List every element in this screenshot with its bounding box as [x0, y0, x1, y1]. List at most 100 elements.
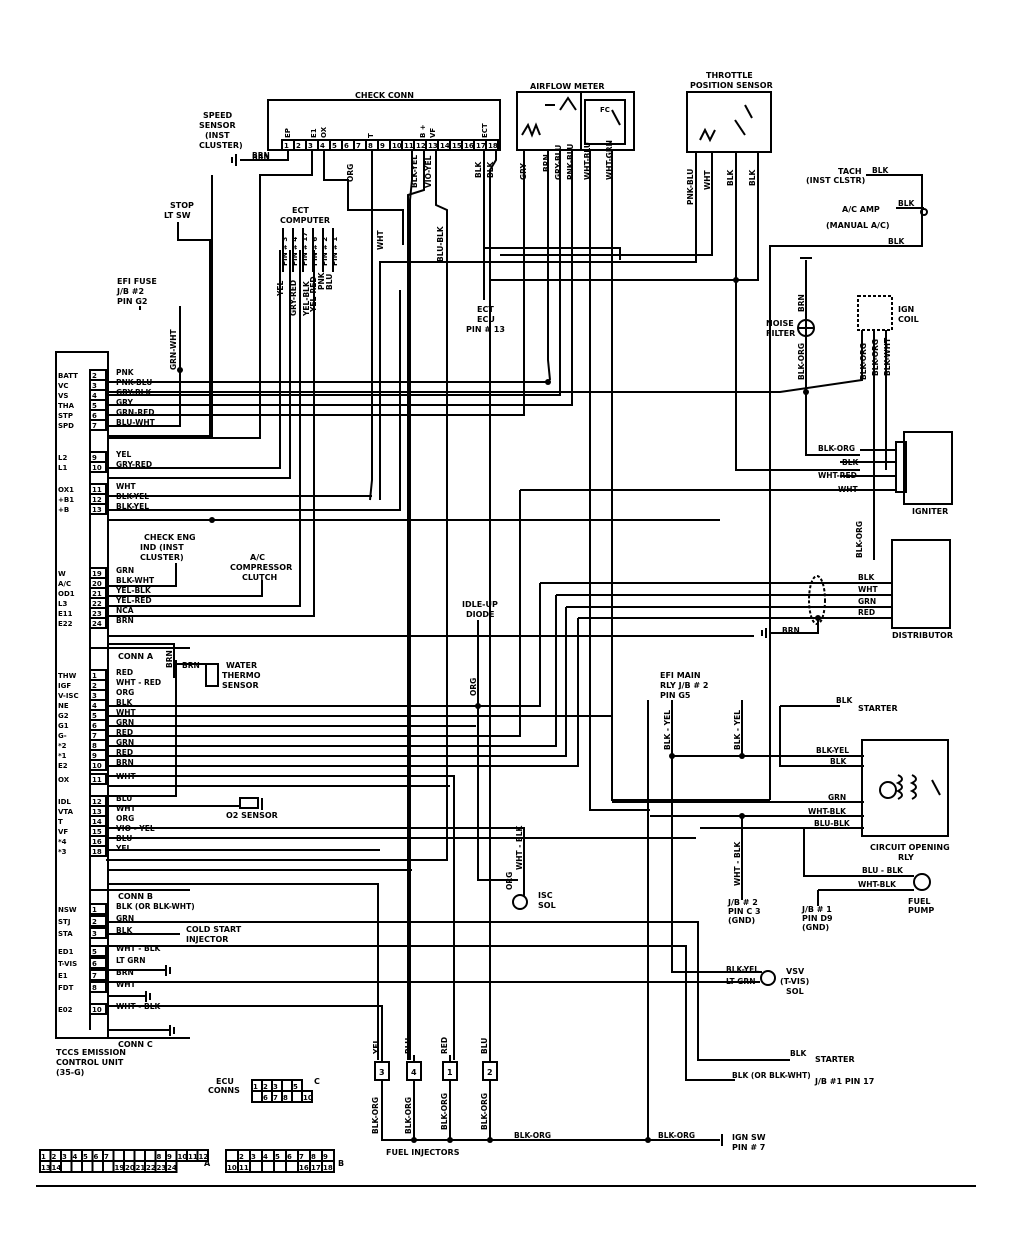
check-pin-8: 8 — [368, 142, 373, 150]
conn-a-pin-4: 6 — [92, 412, 97, 420]
ground-icon — [169, 1025, 175, 1036]
conn-a-cell-1-4 — [81, 1160, 94, 1173]
check-pin-4: 4 — [320, 142, 325, 150]
ect-wire-5: BLU — [325, 274, 334, 290]
isc-solenoid: ISC SOL ORG WHT - BLK — [505, 825, 556, 910]
conn-c-term-6: FDT — [58, 984, 74, 992]
ign-wire-1: BLK-ORG — [859, 343, 868, 380]
tps-wire-wht: WHT — [703, 169, 712, 190]
ect-wire-1: GRY-RED — [289, 280, 298, 316]
efi-fuse-2: J/B #2 — [116, 287, 144, 296]
ect-wire-0: YEL — [276, 280, 285, 297]
conn-b-num-0-3: 4 — [263, 1153, 268, 1161]
conn-c-pin-7: 10 — [92, 1006, 102, 1014]
conn-b-term-7: *2 — [58, 742, 67, 750]
noise-filter-2: FILTER — [766, 329, 795, 338]
water-thermo-sensor: WATER THERMO SENSOR BRN BRN — [165, 650, 261, 690]
check-pin-16: 16 — [464, 142, 474, 150]
conn-a-pinbox-5 — [89, 419, 107, 431]
check-eng-1: CHECK ENG — [144, 533, 196, 542]
check-pin-6: 6 — [344, 142, 349, 150]
conn-a-pin-9: 12 — [92, 496, 102, 504]
conn-a-wire-11: GRN — [116, 566, 134, 575]
check-wire-blk1: BLK — [474, 161, 483, 178]
ground-icon — [145, 991, 151, 1002]
dist-wire-2: WHT — [858, 585, 879, 594]
conn-a-wire-14: YEL-RED — [115, 596, 152, 605]
conn-a-num-0-12: 9 — [167, 1153, 172, 1161]
wire-network — [106, 150, 924, 1141]
afm-wire-whtbl: WHT-BLU — [583, 142, 592, 180]
jb1-d9-2: PIN D9 — [802, 914, 833, 923]
conn-b-num-0-1: 2 — [239, 1153, 244, 1161]
injector-bottom-wire-5: BLK-ORG — [514, 1131, 551, 1140]
check-term-ect: ECT — [481, 123, 489, 138]
check-pin-17: 17 — [476, 142, 486, 150]
injectors-label: FUEL INJECTORS — [386, 1148, 460, 1157]
conn-a-label: CONN A — [118, 652, 154, 661]
conn-a-pin-2: 4 — [92, 392, 97, 400]
efi-main-1: EFI MAIN — [660, 671, 701, 680]
conn-b-term-8: *1 — [58, 752, 67, 760]
ground-icon — [165, 965, 171, 976]
conn-a-num-1-11: 23 — [157, 1164, 167, 1172]
ign-wire-2: BLK-ORG — [871, 339, 880, 376]
conn-c-pin-6: 8 — [92, 984, 97, 992]
conn-c-term-3: ED1 — [58, 948, 74, 956]
conn-a-pinbox-7 — [89, 461, 107, 473]
starter-top-label: STARTER — [858, 704, 898, 713]
check-eng-3: CLUSTER) — [140, 553, 184, 562]
conn-a-num-0-3: 4 — [73, 1153, 78, 1161]
conn-a-pin-3: 5 — [92, 402, 97, 410]
stop-sw-2: LT SW — [164, 211, 191, 220]
igniter: IGNITER BLK-ORG BLK WHT-RED WHT BLK-ORG — [818, 431, 953, 558]
airflow-fc: FC — [600, 106, 610, 114]
tps-title-1: THROTTLE — [706, 71, 753, 80]
ect-pin-5: PIN # 1 — [331, 237, 339, 266]
check-term-vf: VF — [429, 128, 437, 138]
tps-wire-pnkblu: PNK-BLU — [686, 169, 695, 205]
conn-c-pinbox-3 — [89, 945, 107, 957]
conn-c-term-7: E02 — [58, 1006, 73, 1014]
isc-sol-2: SOL — [538, 901, 556, 910]
water-thermo-wire: BRN — [182, 661, 200, 670]
distributor-label: DISTRIBUTOR — [892, 631, 953, 640]
conn-a-num-0-1: 2 — [52, 1153, 57, 1161]
conn-c-pinbox-1 — [89, 915, 107, 927]
efi-fuse-1: EFI FUSE — [117, 277, 157, 286]
ect-wire-2: YEL-BLK — [302, 280, 311, 317]
conn-c-pin-3: 5 — [92, 948, 97, 956]
conn-c-pinbox-6 — [89, 981, 107, 993]
conn-c-wire-3: WHT - BLK — [116, 944, 161, 953]
conn-a-cell-0-7 — [112, 1149, 125, 1162]
conn-c-term-0: NSW — [58, 906, 77, 914]
conn-c-num-1-1: 6 — [263, 1094, 268, 1102]
check-pin-15: 15 — [452, 142, 462, 150]
conn-a-pin-10: 13 — [92, 506, 102, 514]
conn-b-term-3: NE — [58, 702, 69, 710]
conn-a-pinbox-10 — [89, 503, 107, 515]
conn-c-num-1-3: 8 — [283, 1094, 288, 1102]
check-wire-blublk: BLU-BLK — [436, 225, 445, 262]
water-thermo-brn2: BRN — [165, 650, 174, 668]
conn-b-pin-16: 18 — [92, 848, 102, 856]
check-wire-org: ORG — [346, 164, 355, 182]
check-wire-blkyel: BLK-YEL — [410, 155, 419, 188]
conn-a-term-0: BATT — [58, 372, 78, 380]
conn-c-cell-1-0 — [251, 1090, 263, 1103]
conn-b-wire-8: RED — [116, 748, 133, 757]
noise-wire-brn: BRN — [797, 294, 806, 312]
check-pin-box-18 — [485, 139, 499, 151]
cold-start-2: INJECTOR — [186, 935, 228, 944]
conn-c-wire-1: GRN — [116, 914, 134, 923]
conn-b-wire-6: RED — [116, 728, 133, 737]
check-term-ox: OX — [320, 126, 328, 138]
check-pin-2: 2 — [296, 142, 301, 150]
conn-b-pinbox-9 — [89, 759, 107, 771]
jb1-d9-1: J/B # 1 — [801, 905, 832, 914]
ect-ecu-1: ECT — [477, 305, 494, 314]
conn-a-num-1-0: 13 — [41, 1164, 51, 1172]
